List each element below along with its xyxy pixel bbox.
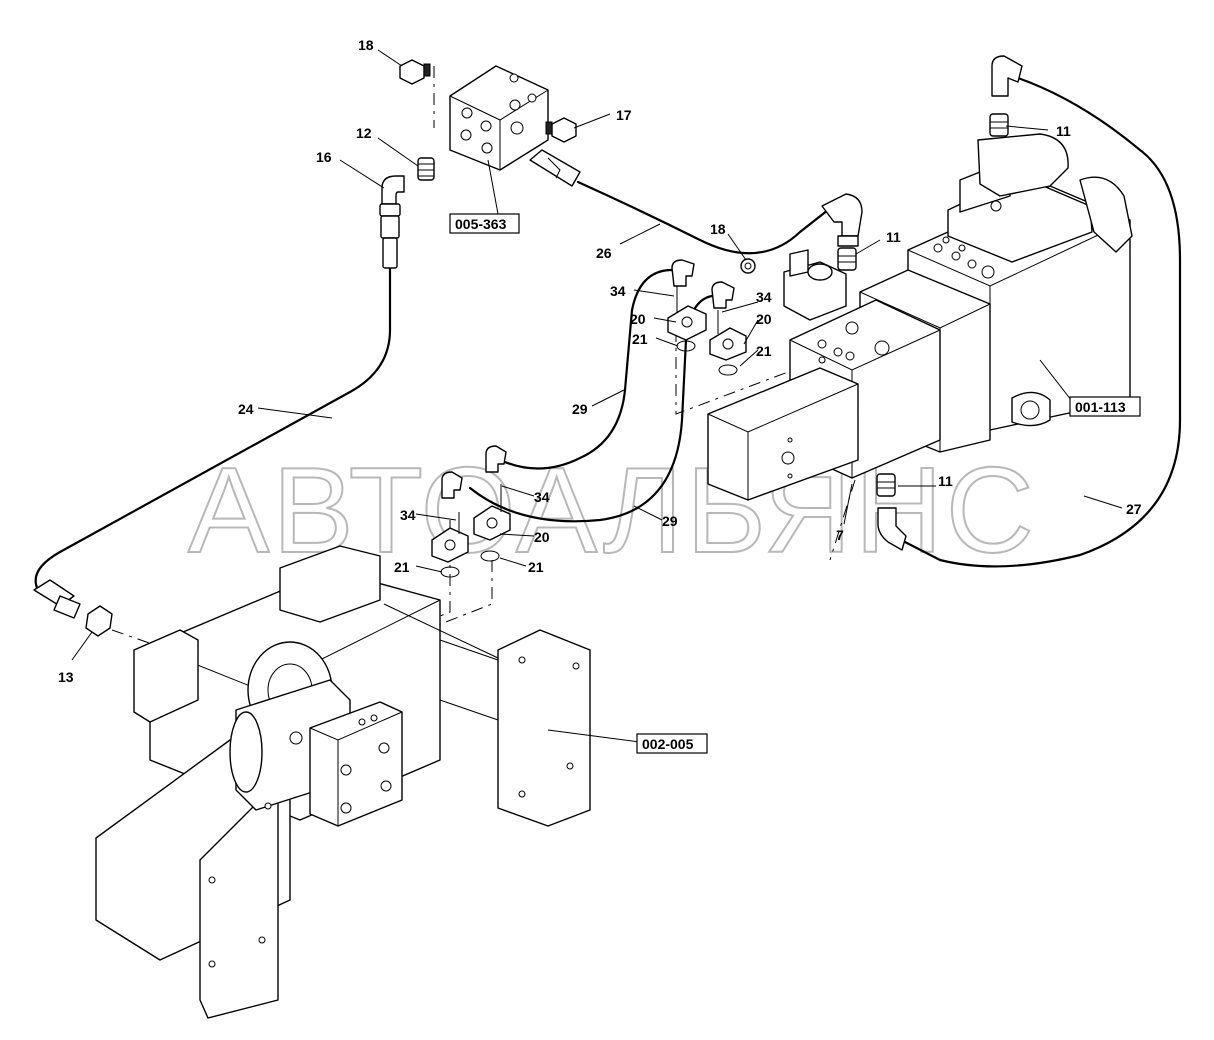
callout-16: 16 <box>316 149 332 165</box>
callout-21-lower-left: 21 <box>394 559 410 575</box>
callout-29-upper: 29 <box>572 401 588 417</box>
plug-18-mid <box>740 258 756 274</box>
hose-26 <box>576 180 830 255</box>
hose-24-lower-end <box>33 579 81 619</box>
callout-13: 13 <box>58 669 74 685</box>
hose-24-upper-end <box>380 215 400 269</box>
plug-18-top <box>399 59 431 85</box>
plug-17 <box>545 117 577 143</box>
reference-label-002-005: 002-005 <box>642 736 694 752</box>
valve-block <box>707 299 941 501</box>
callout-20-upper-left: 20 <box>630 311 646 327</box>
callout-20-lower: 20 <box>534 529 550 545</box>
flange-group-lower <box>431 445 511 578</box>
callout-11-top: 11 <box>1056 123 1071 139</box>
hoses <box>34 76 1182 592</box>
reference-label-001-113: 001-113 <box>1075 399 1126 415</box>
elbow-26-right <box>821 193 863 247</box>
frame-002-005 <box>95 545 591 1019</box>
callout-21-upper-left: 21 <box>632 331 648 347</box>
fitting-11-lower <box>876 473 896 497</box>
callout-34-lower-left: 34 <box>400 507 416 523</box>
hose-26-left-end <box>529 149 581 187</box>
fitting-13 <box>85 605 113 637</box>
callout-18-mid: 18 <box>710 221 726 237</box>
fitting-11-mid <box>837 247 857 271</box>
solenoid <box>783 249 847 321</box>
callout-29-lower: 29 <box>662 513 678 529</box>
reference-005-363: 005-363 <box>449 213 520 234</box>
callout-7: 7 <box>836 527 844 543</box>
callout-34-upper-right: 34 <box>756 289 772 305</box>
hose-24 <box>34 266 392 592</box>
elbow-27-top <box>991 55 1023 97</box>
elbow-16 <box>379 175 405 217</box>
leader-lines <box>71 49 1123 743</box>
callout-17: 17 <box>616 107 632 123</box>
callout-34-lower-right: 34 <box>534 489 550 505</box>
flange-group-upper <box>667 259 747 376</box>
fitting-11-top <box>989 113 1009 137</box>
callout-18-top: 18 <box>358 37 374 53</box>
callout-21-upper-right: 21 <box>756 343 772 359</box>
callout-12: 12 <box>356 125 372 141</box>
elbow-27-lower <box>877 507 907 551</box>
callout-21-lower-right: 21 <box>528 559 544 575</box>
callout-11-mid: 11 <box>886 229 901 245</box>
reference-002-005: 002-005 <box>636 733 708 754</box>
callout-34-upper-left: 34 <box>610 283 626 299</box>
hose-29-upper <box>498 268 674 470</box>
callout-27: 27 <box>1126 501 1142 517</box>
hose-27 <box>903 76 1182 568</box>
reference-label-005-363: 005-363 <box>455 216 507 232</box>
callout-24: 24 <box>238 401 254 417</box>
callout-11-lower: 11 <box>938 473 953 489</box>
callouts: 18 17 12 16 26 18 11 11 34 34 20 20 21 2… <box>58 37 1142 685</box>
reference-001-113: 001-113 <box>1069 396 1141 417</box>
callout-20-upper-right: 20 <box>756 311 772 327</box>
callout-26: 26 <box>596 245 612 261</box>
fitting-12 <box>417 157 435 181</box>
manifold-block-005-363 <box>449 65 549 171</box>
